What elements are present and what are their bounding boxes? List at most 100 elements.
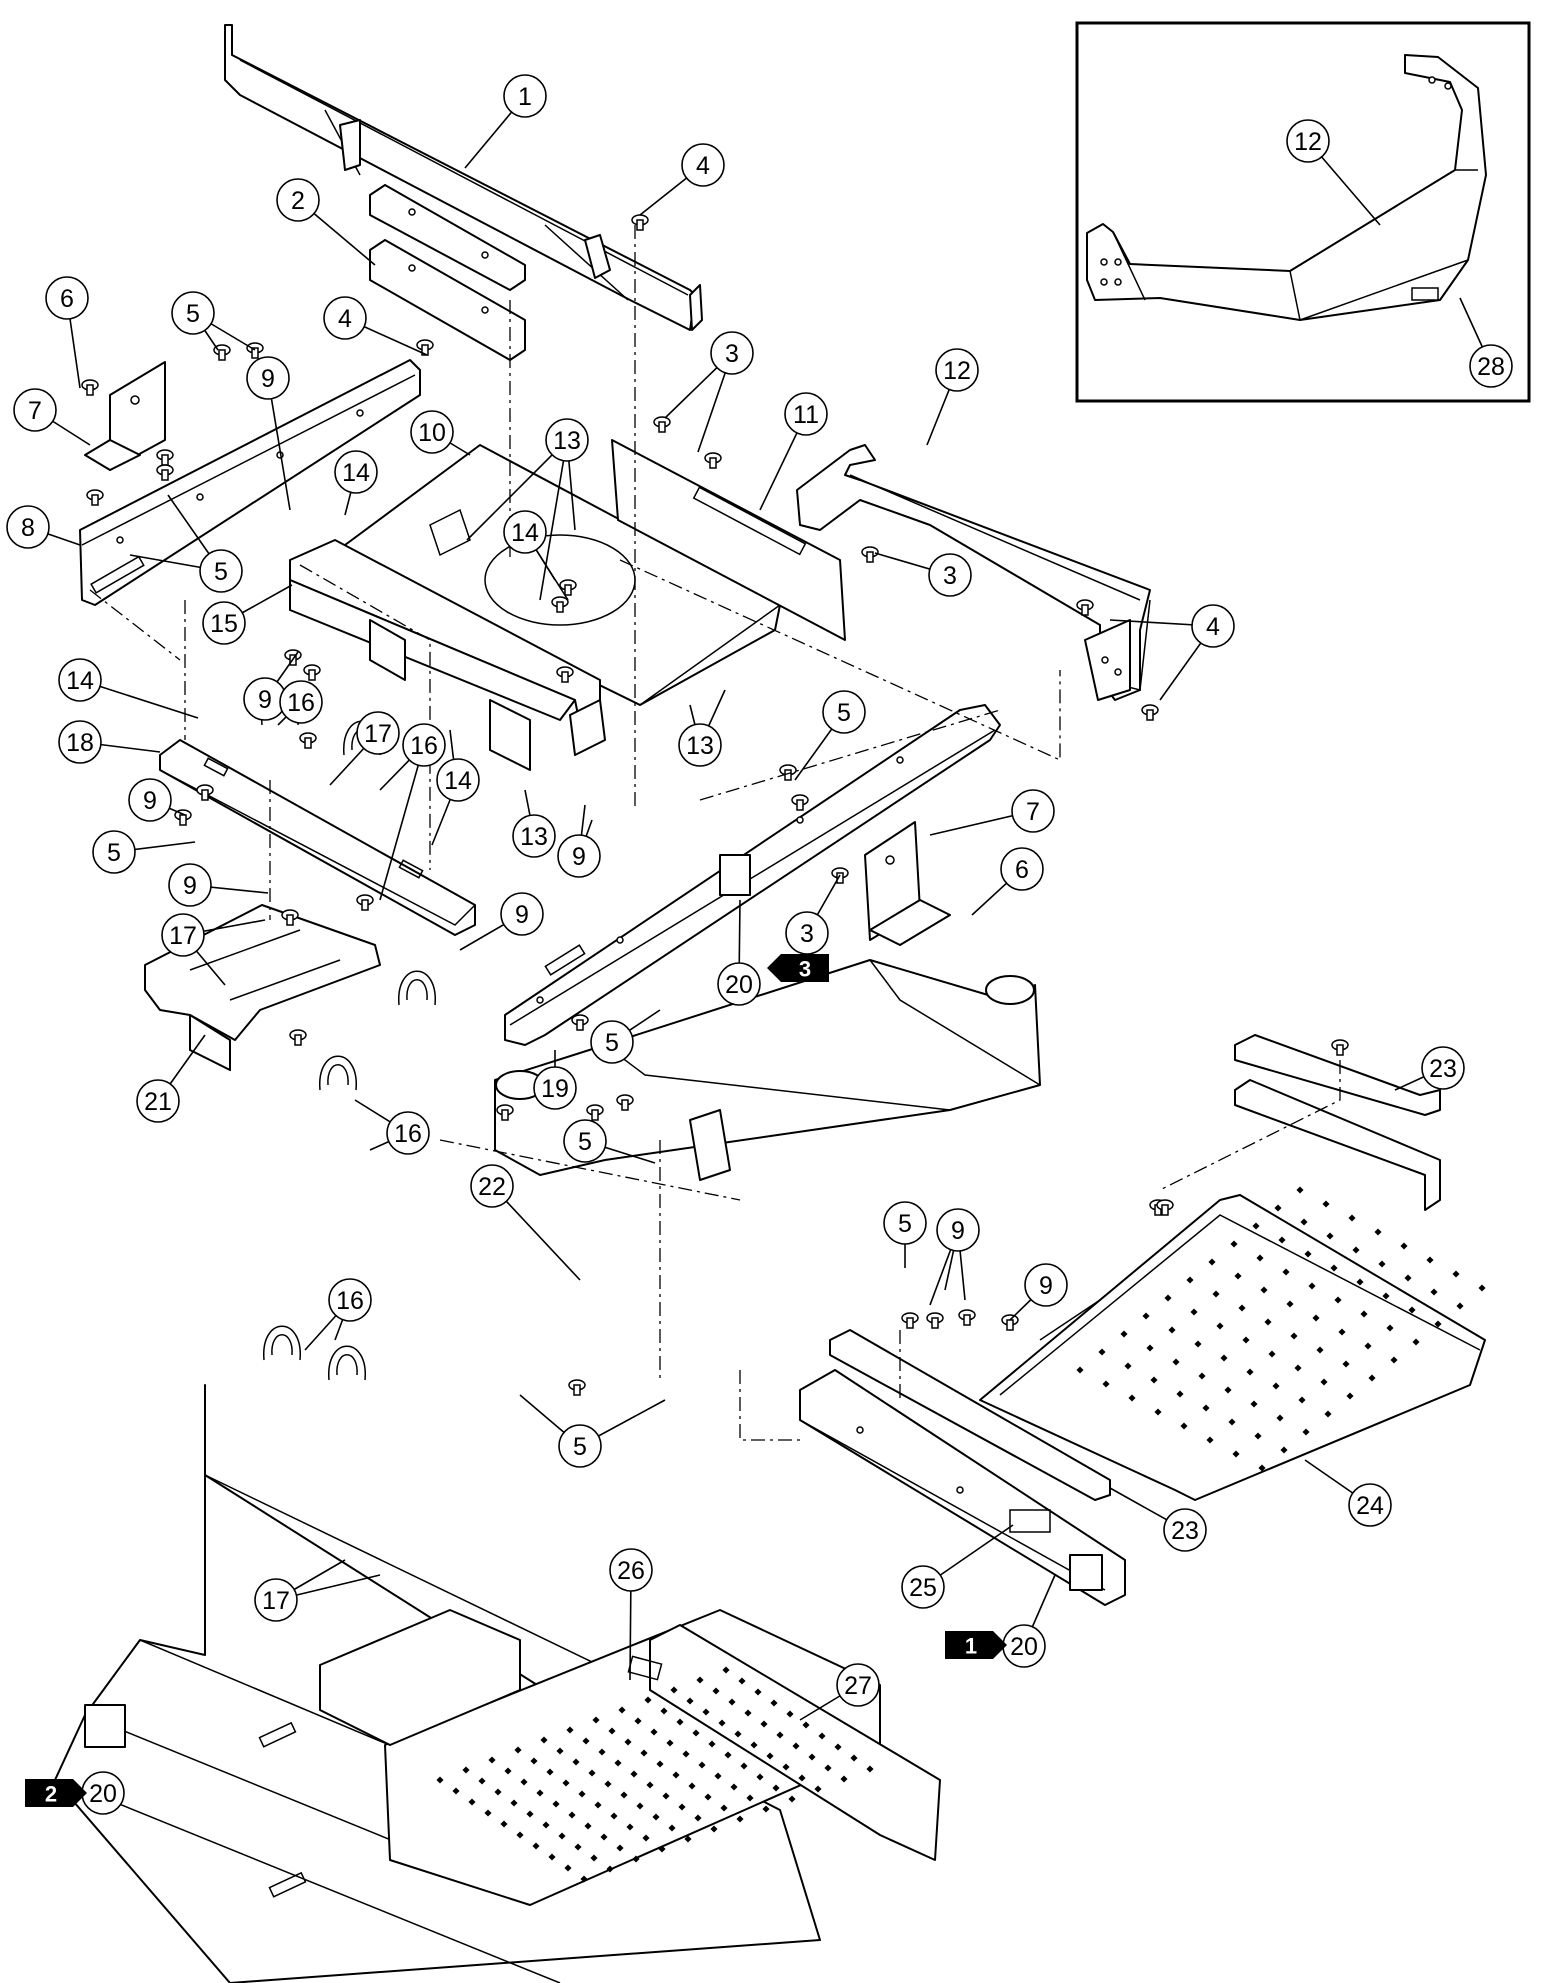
callout-19: 19 [533, 1066, 577, 1110]
callout-1: 1 [503, 74, 547, 118]
callout-20: 20 [81, 1771, 125, 1815]
callout-4: 4 [323, 296, 367, 340]
callout-number: 4 [1206, 613, 1220, 641]
callout-number: 5 [898, 1210, 912, 1238]
callout-number: 19 [541, 1075, 569, 1103]
reference-tag-3: 3 [767, 954, 829, 982]
callout-7: 7 [1011, 789, 1055, 833]
callout-5: 5 [199, 549, 243, 593]
callout-2: 2 [276, 178, 320, 222]
callout-5: 5 [92, 830, 136, 874]
callout-number: 11 [793, 401, 819, 429]
callout-number: 20 [1010, 1633, 1038, 1661]
callout-4: 4 [681, 143, 725, 187]
inset-frame [1075, 21, 1531, 403]
bolt [616, 1094, 634, 1111]
hose-clamp [319, 1055, 357, 1091]
part-19-right-rail [504, 704, 1001, 1046]
callout-14: 14 [58, 658, 102, 702]
callout-number: 9 [572, 843, 586, 871]
bolt [704, 452, 722, 469]
callout-number: 7 [1026, 798, 1040, 826]
bolt [559, 579, 577, 596]
callout-number: 12 [1294, 128, 1322, 156]
callout-number: 9 [143, 787, 157, 815]
callout-number: 23 [1429, 1055, 1457, 1083]
bolt [1076, 599, 1094, 616]
part-23-lower-strip [829, 1329, 1111, 1501]
bolt [556, 666, 574, 683]
part-23-upper-strip [1234, 1034, 1441, 1211]
callout-number: 5 [573, 1433, 587, 1461]
callout-number: 22 [478, 1173, 506, 1201]
bolt [356, 894, 374, 911]
bolt [1001, 1314, 1019, 1331]
reference-tag-label: 2 [45, 1782, 57, 1807]
callout-number: 14 [511, 519, 539, 547]
bolt [246, 342, 264, 359]
bolt [791, 794, 809, 811]
callout-26: 26 [609, 1548, 653, 1592]
callout-8: 8 [6, 505, 50, 549]
callout-number: 3 [800, 920, 814, 948]
callout-9: 9 [936, 1208, 980, 1252]
callout-number: 9 [1039, 1272, 1053, 1300]
part-22-axle-beam [494, 959, 1041, 1181]
inset-bracket-part-12 [1086, 54, 1487, 321]
callout-16: 16 [386, 1111, 430, 1155]
callout-number: 21 [144, 1088, 172, 1116]
callout-9: 9 [557, 834, 601, 878]
callout-14: 14 [334, 450, 378, 494]
callout-5: 5 [558, 1424, 602, 1468]
callout-number: 1 [518, 83, 532, 111]
callout-number: 5 [605, 1029, 619, 1057]
bolt [303, 664, 321, 681]
callout-number: 3 [725, 340, 739, 368]
callout-28: 28 [1469, 344, 1513, 388]
bolt [831, 867, 849, 884]
bolt [299, 732, 317, 749]
bolt [196, 784, 214, 801]
callout-number: 28 [1477, 353, 1505, 381]
callout-5: 5 [171, 291, 215, 335]
callout-number: 27 [844, 1672, 872, 1700]
callout-number: 18 [66, 729, 94, 757]
bolt [901, 1312, 919, 1329]
callout-10: 10 [410, 410, 454, 454]
callout-number: 9 [258, 686, 272, 714]
callout-number: 16 [287, 689, 315, 717]
callout-5: 5 [883, 1201, 927, 1245]
callout-4: 4 [1191, 604, 1235, 648]
bolt [653, 416, 671, 433]
callout-21: 21 [136, 1079, 180, 1123]
callout-number: 7 [28, 397, 42, 425]
bolt [416, 339, 434, 356]
callout-27: 27 [836, 1663, 880, 1707]
callout-number: 14 [444, 767, 472, 795]
reference-tag-1: 1 [945, 1631, 1007, 1659]
callout-14: 14 [503, 510, 547, 554]
bolt [81, 379, 99, 396]
callout-16: 16 [279, 680, 323, 724]
callout-number: 6 [1015, 856, 1029, 884]
hose-clamp [263, 1325, 301, 1361]
bolt [571, 1014, 589, 1031]
callout-number: 13 [520, 823, 548, 851]
callout-number: 9 [515, 901, 529, 929]
callout-13: 13 [545, 418, 589, 462]
callout-number: 16 [394, 1120, 422, 1148]
callout-number: 15 [210, 610, 238, 638]
leader-lines [27, 95, 1492, 1721]
callout-number: 13 [553, 427, 581, 455]
callout-number: 3 [943, 562, 957, 590]
callout-25: 25 [901, 1565, 945, 1609]
callout-23: 23 [1163, 1508, 1207, 1552]
callout-5: 5 [822, 690, 866, 734]
callout-number: 4 [696, 152, 710, 180]
hose-clamp [398, 970, 436, 1006]
bolt [1331, 1039, 1349, 1056]
bolt [568, 1379, 586, 1396]
callout-12: 12 [1286, 119, 1330, 163]
part-1-top-crossbar [224, 24, 703, 331]
